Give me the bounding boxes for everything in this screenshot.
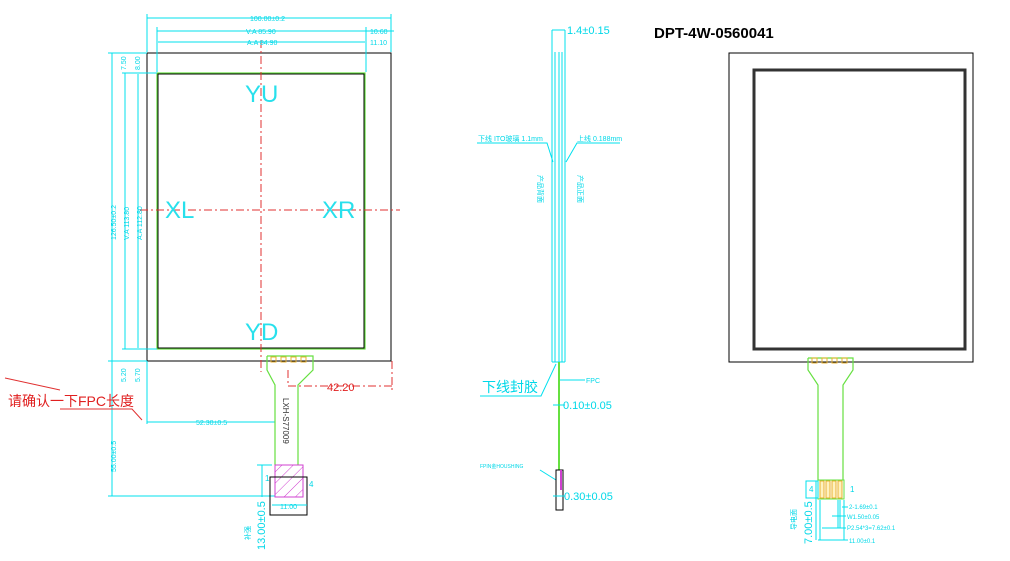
fpc-length-note: 请确认一下FPC长度 [8, 393, 134, 409]
front-view: YU XL XR YD 100.00±0.2 V.A 85.90 A.A 84.… [4, 14, 400, 550]
side-view: 1.4±0.15 下线 ITO玻璃 1.1mm 上线 0.188mm 产品背面 … [477, 25, 622, 511]
dim-aa-height: A.A 112.80 [137, 206, 144, 240]
bottom-layer-label: 下线 ITO玻璃 1.1mm [478, 134, 543, 143]
dim-finger-thickness: 0.30±0.05 [564, 491, 613, 503]
panel-outline [146, 52, 392, 362]
part-number-title: DPT-4W-0560041 [654, 25, 774, 42]
back-bond-pads [811, 357, 848, 364]
back-active-area [752, 68, 967, 351]
housing-label: FPIN金HOUSHING [480, 463, 523, 470]
dim-fpc-length: 55.00±0.5 [111, 441, 118, 472]
finger-side [555, 469, 564, 511]
dim-stiffener-length: 13.00±0.5 [256, 501, 268, 550]
front-pin-1: 1 [265, 474, 270, 483]
finger-width: W1.50±0.05 [847, 515, 880, 521]
fpc-part-number: LXH-S77009 [281, 398, 290, 444]
electrode-yd: YD [245, 319, 278, 346]
stiffener [274, 464, 304, 498]
connector-outline [269, 476, 308, 516]
tail-width: 11.00±0.1 [849, 539, 876, 545]
fpc-label: FPC [586, 378, 600, 385]
dim-top-aa: 8.00 [135, 56, 142, 70]
back-view: 4 1 2-1.69±0.1 W1.50±0.05 P2.54*3=7.62±0… [728, 52, 974, 545]
dim-total-height: 126.50±0.2 [111, 205, 118, 240]
dim-right-aa: 11.10 [370, 40, 387, 47]
seal-label: 下线封胶 [482, 379, 538, 395]
front-side-label: 产品正面 [576, 175, 585, 203]
dim-va-width: V.A 85.90 [246, 29, 276, 36]
dim-fpc-offset-left: 52.30±0.5 [196, 420, 227, 427]
finger-spec: 2-1.69±0.1 [849, 505, 878, 511]
dim-va-height: V.A 113.80 [124, 207, 131, 240]
stiffener-label: 补强 [243, 526, 252, 540]
electrode-yu: YU [245, 81, 278, 108]
electrode-xr: XR [322, 197, 355, 224]
electrode-xl: XL [165, 197, 194, 224]
gold-fingers [819, 480, 843, 499]
back-pin-1: 1 [850, 485, 855, 494]
dim-bottom-va: 5.20 [121, 368, 128, 382]
fpc-bond-pads [270, 356, 307, 363]
dim-fpc-offset-right: 42.20 [327, 382, 355, 394]
dim-top-va: 7.50 [121, 56, 128, 70]
dim-bottom-aa: 5.70 [135, 368, 142, 382]
finger-pitch: P2.54*3=7.62±0.1 [847, 526, 896, 532]
top-layer-label: 上线 0.188mm [577, 134, 622, 143]
dim-thickness: 1.4±0.15 [567, 25, 610, 37]
back-side-label: 产品背面 [536, 175, 545, 203]
conductive-side-label: 导电面 [789, 509, 798, 530]
dim-right-va: 10.60 [370, 29, 388, 36]
dim-fpc-thickness: 0.10±0.05 [563, 400, 612, 412]
finger-length: 7.00±0.5 [803, 501, 815, 544]
dim-total-width: 100.00±0.2 [250, 16, 285, 23]
dim-aa-width: A.A 84.90 [247, 40, 277, 47]
back-pin-4: 4 [809, 485, 814, 494]
back-panel-outline [728, 52, 974, 363]
dim-connector-width: 11.00 [280, 504, 297, 511]
front-pin-4: 4 [309, 480, 314, 489]
